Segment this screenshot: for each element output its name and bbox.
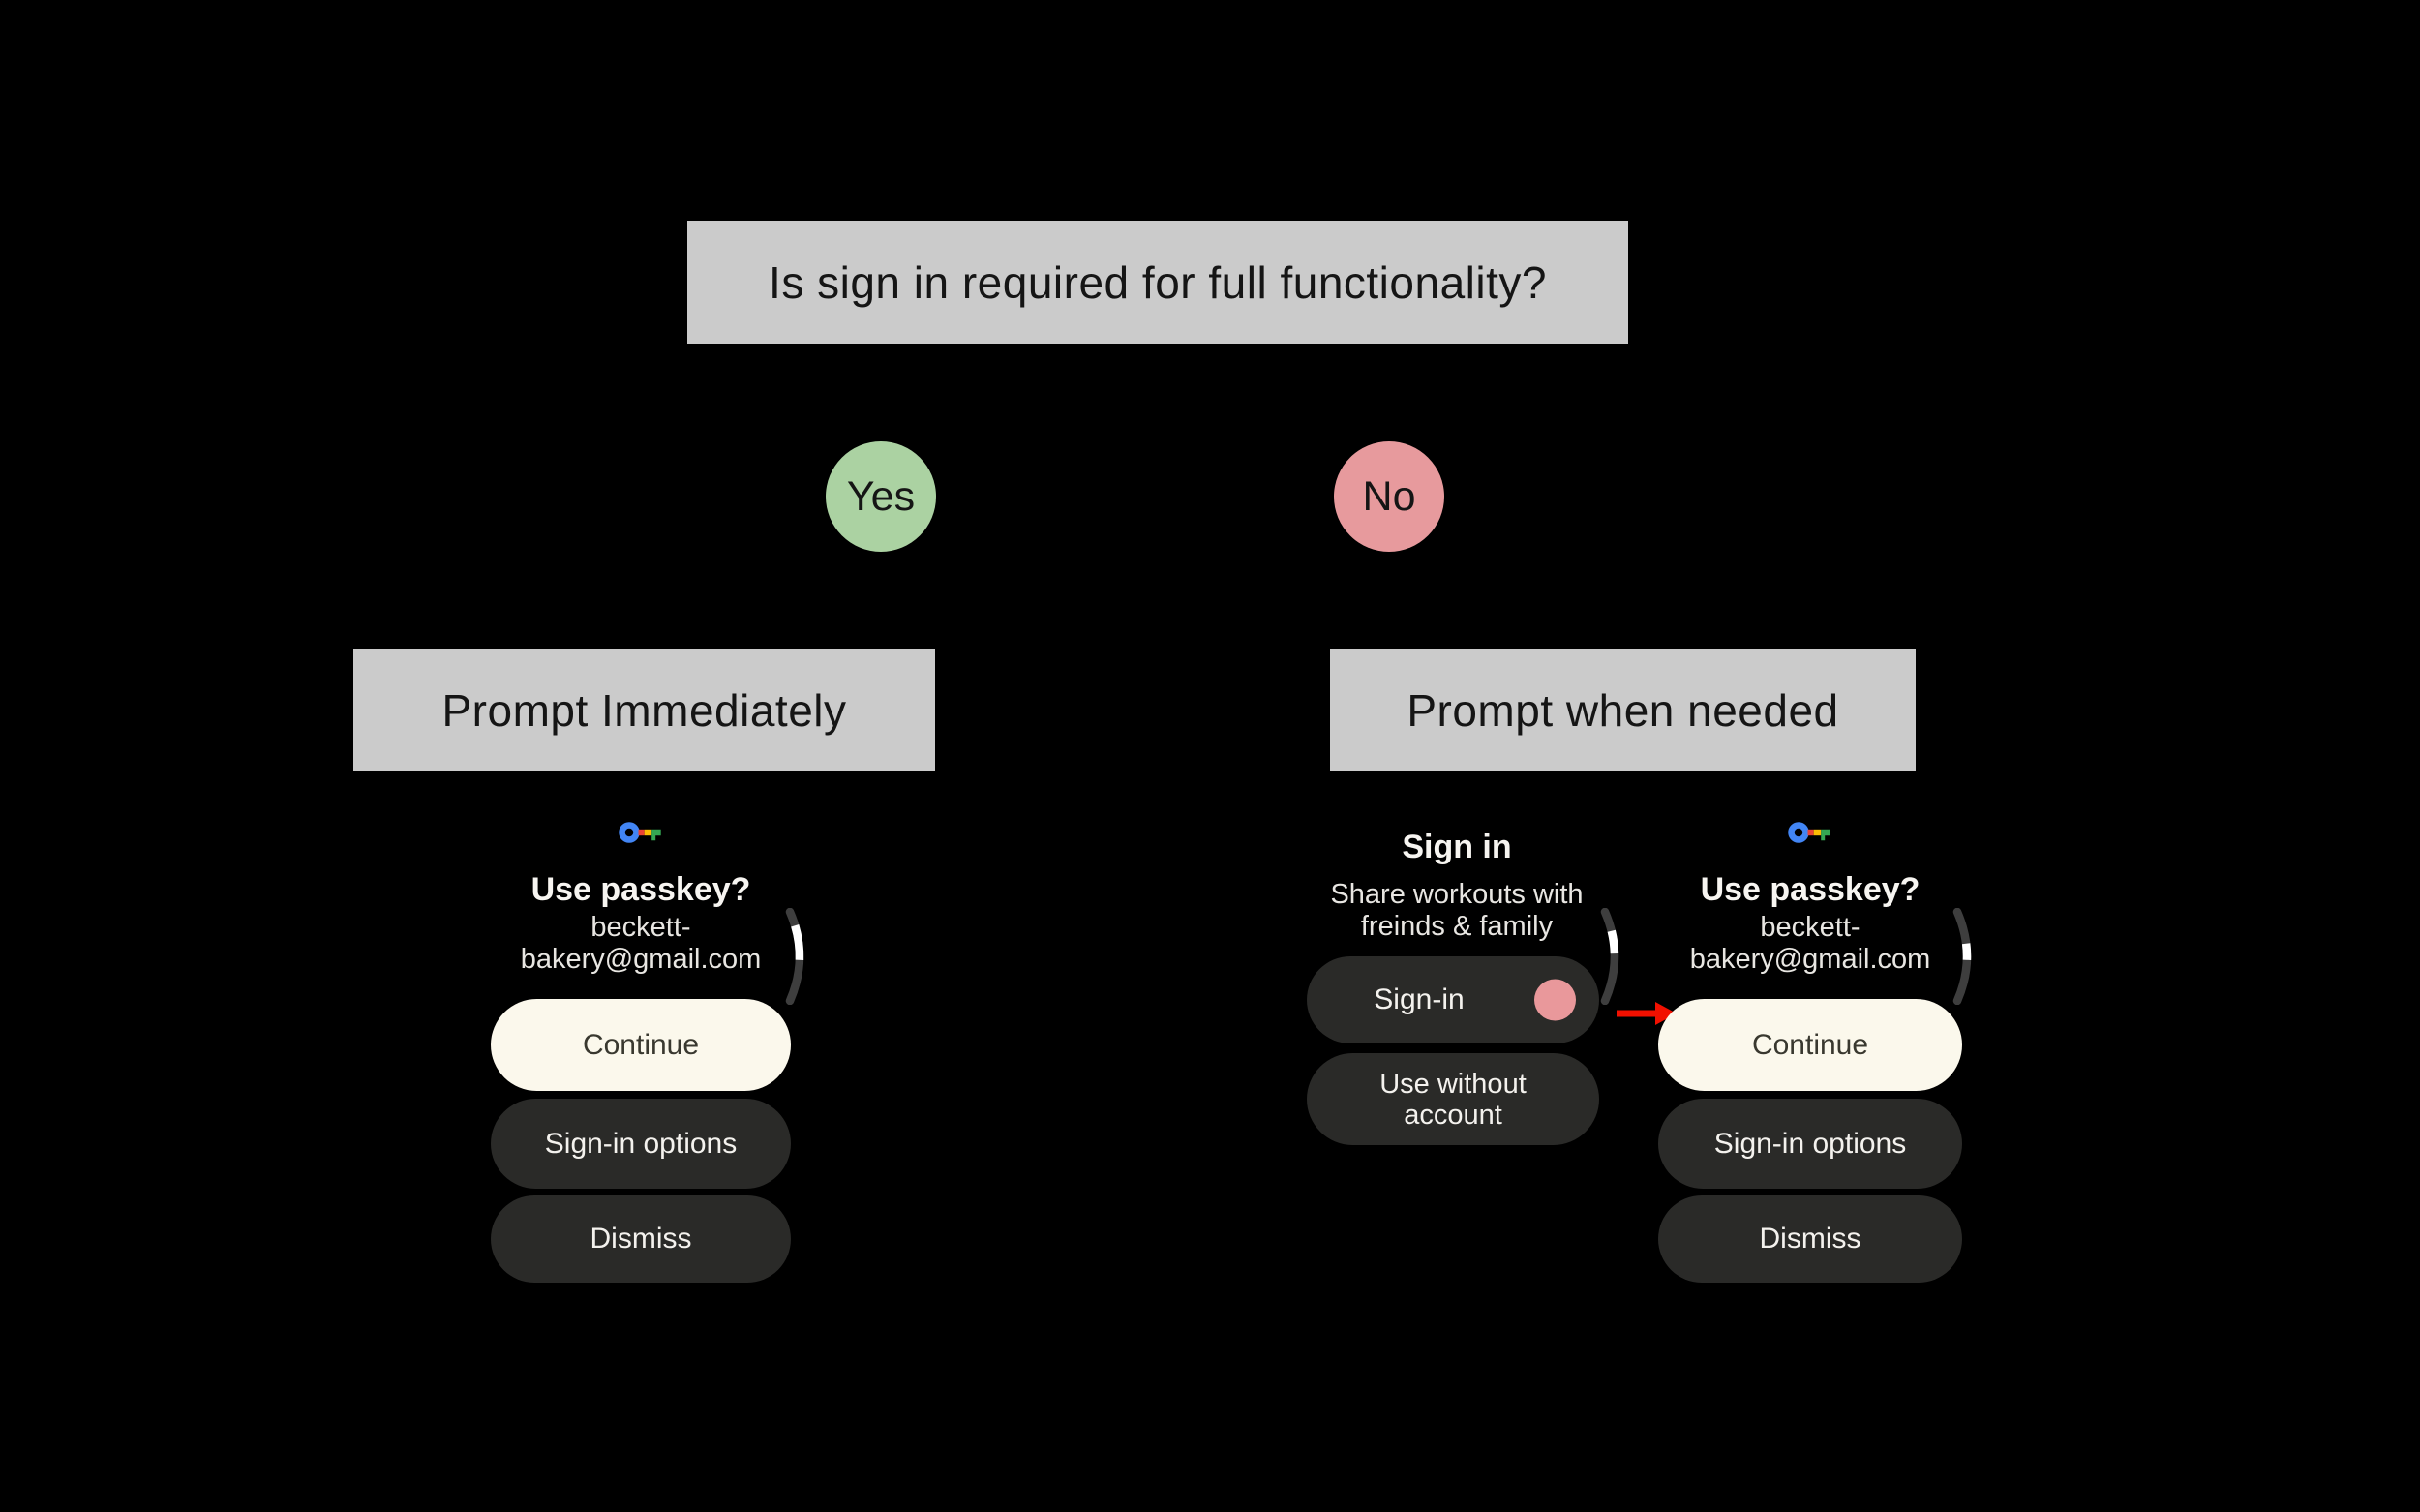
signin-button-label: Sign-in	[1374, 983, 1465, 1015]
passkey-title: Use passkey?	[530, 871, 751, 908]
watch-screen-passkey-when-needed: Use passkey? beckett- bakery@gmail.com C…	[1638, 813, 1982, 1292]
dismiss-label: Dismiss	[1759, 1223, 1861, 1255]
account-email: beckett- bakery@gmail.com	[1638, 912, 1982, 976]
outcome-text: Prompt when needed	[1407, 684, 1839, 736]
no-node: No	[1334, 441, 1444, 552]
question-box: Is sign in required for full functionali…	[687, 221, 1628, 344]
yes-node: Yes	[826, 441, 936, 552]
continue-label: Continue	[1751, 1028, 1869, 1061]
account-email: beckett- bakery@gmail.com	[465, 912, 817, 976]
use-without-account-label: Use without account	[1379, 1068, 1527, 1131]
dismiss-button[interactable]: Dismiss	[491, 1195, 791, 1283]
scroll-indicator[interactable]	[1951, 908, 1977, 1005]
yes-label: Yes	[846, 472, 916, 520]
dismiss-button[interactable]: Dismiss	[1658, 1195, 1962, 1283]
outcome-box-prompt-immediately: Prompt Immediately	[353, 649, 935, 771]
passkey-key-icon	[1788, 821, 1832, 849]
scroll-indicator[interactable]	[784, 908, 809, 1005]
signin-title: Sign in	[1402, 829, 1512, 865]
signin-options-button[interactable]: Sign-in options	[491, 1099, 791, 1189]
signin-subtitle-line1: Share workouts with	[1330, 879, 1584, 910]
signin-subtitle-line2: freinds & family	[1360, 911, 1554, 942]
signin-options-button[interactable]: Sign-in options	[1658, 1099, 1962, 1189]
continue-button[interactable]: Continue	[1658, 999, 1962, 1091]
use-without-account-button[interactable]: Use without account	[1307, 1053, 1599, 1145]
outcome-text: Prompt Immediately	[441, 684, 847, 736]
continue-button[interactable]: Continue	[491, 999, 791, 1091]
account-email-line1: beckett-	[1760, 912, 1860, 943]
watch-screen-signin: Sign in Share workouts with freinds & fa…	[1287, 813, 1626, 1162]
no-label: No	[1362, 472, 1416, 520]
signin-options-label: Sign-in options	[544, 1127, 738, 1160]
watch-screen-passkey-immediate: Use passkey? beckett- bakery@gmail.com C…	[465, 813, 817, 1292]
outcome-box-prompt-when-needed: Prompt when needed	[1330, 649, 1916, 771]
red-arrow-icon	[1617, 1000, 1677, 1032]
signin-subtitle: Share workouts with freinds & family	[1287, 879, 1626, 943]
continue-label: Continue	[582, 1028, 700, 1061]
passkey-title: Use passkey?	[1700, 871, 1921, 908]
passkey-key-icon	[619, 821, 663, 849]
signin-button[interactable]: Sign-in	[1307, 956, 1599, 1043]
question-text: Is sign in required for full functionali…	[769, 257, 1547, 308]
notification-dot	[1534, 979, 1576, 1021]
account-email-line2: bakery@gmail.com	[1689, 944, 1931, 975]
account-email-line1: beckett-	[590, 912, 691, 943]
scroll-indicator[interactable]	[1599, 908, 1624, 1005]
dismiss-label: Dismiss	[590, 1223, 692, 1255]
signin-options-label: Sign-in options	[1713, 1127, 1907, 1160]
account-email-line2: bakery@gmail.com	[520, 944, 762, 975]
